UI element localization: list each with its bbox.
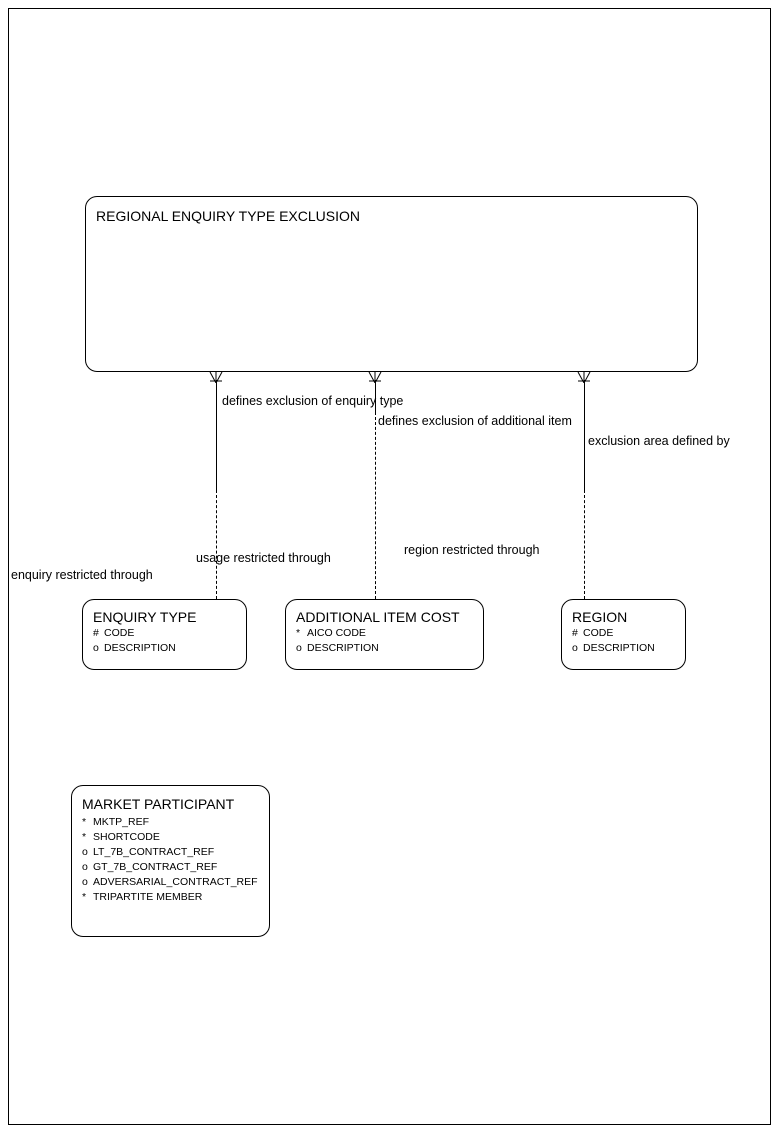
attribute-label: SHORTCODE [93, 831, 160, 843]
attribute-marker: * [82, 891, 87, 903]
attribute-list: # CODE o DESCRIPTION [93, 626, 176, 656]
attribute-marker: * [296, 627, 301, 639]
attribute-list: * AICO CODE o DESCRIPTION [296, 626, 379, 656]
attribute-label: DESCRIPTION [104, 642, 176, 654]
relationship-label-defines-exclusion-of-additional-item: defines exclusion of additional item [378, 414, 572, 428]
attribute-label: TRIPARTITE MEMBER [93, 891, 203, 903]
relationship-line-region-solid [584, 380, 585, 490]
attribute-marker: o [82, 876, 88, 888]
attribute-row: o GT_7B_CONTRACT_REF [82, 860, 258, 875]
attribute-row: o DESCRIPTION [296, 641, 379, 656]
attribute-marker: o [296, 642, 302, 654]
entity-name: REGION [572, 609, 628, 625]
relationship-label-usage-restricted-through: usage restricted through [196, 551, 331, 565]
attribute-label: AICO CODE [307, 627, 366, 639]
attribute-row: o LT_7B_CONTRACT_REF [82, 845, 258, 860]
attribute-label: CODE [583, 627, 614, 639]
entity-region[interactable]: REGION # CODE o DESCRIPTION [561, 599, 686, 670]
relationship-label-enquiry-restricted-through: enquiry restricted through [11, 568, 153, 582]
attribute-row: * TRIPARTITE MEMBER [82, 890, 258, 905]
attribute-row: * AICO CODE [296, 626, 379, 641]
relationship-line-additional-item-dashed [375, 412, 376, 599]
relationship-line-additional-item-solid [375, 380, 376, 412]
relationship-label-defines-exclusion-of-enquiry-type: defines exclusion of enquiry type [222, 394, 404, 408]
attribute-label: MKTP_REF [93, 816, 150, 828]
attribute-marker: # [572, 627, 578, 639]
attribute-marker: * [82, 831, 87, 843]
attribute-row: # CODE [572, 626, 655, 641]
attribute-marker: o [82, 861, 88, 873]
attribute-row: o ADVERSARIAL_CONTRACT_REF [82, 875, 258, 890]
entity-additional-item-cost[interactable]: ADDITIONAL ITEM COST * AICO CODE o DESCRIP… [285, 599, 484, 670]
attribute-label: CODE [104, 627, 135, 639]
relationship-line-enquiry-type-solid [216, 380, 217, 490]
relationship-line-region-dashed [584, 490, 585, 599]
attribute-row: * SHORTCODE [82, 830, 258, 845]
attribute-marker: o [572, 642, 578, 654]
attribute-row: o DESCRIPTION [572, 641, 655, 656]
entity-market-participant[interactable]: MARKET PARTICIPANT * MKTP_REF * SHORTCODE … [71, 785, 270, 937]
attribute-row: o DESCRIPTION [93, 641, 176, 656]
entity-regional-enquiry-type-exclusion[interactable]: REGIONAL ENQUIRY TYPE EXCLUSION [85, 196, 698, 372]
attribute-row: * MKTP_REF [82, 815, 258, 830]
entity-name: MARKET PARTICIPANT [82, 796, 235, 812]
page-border [8, 8, 771, 1125]
attribute-marker: # [93, 627, 99, 639]
attribute-marker: * [82, 816, 87, 828]
relationship-label-region-restricted-through: region restricted through [404, 543, 540, 557]
entity-name: ADDITIONAL ITEM COST [296, 609, 460, 625]
entity-name: ENQUIRY TYPE [93, 609, 197, 625]
attribute-label: DESCRIPTION [307, 642, 379, 654]
entity-name: REGIONAL ENQUIRY TYPE EXCLUSION [96, 208, 361, 224]
attribute-list: # CODE o DESCRIPTION [572, 626, 655, 656]
entity-enquiry-type[interactable]: ENQUIRY TYPE # CODE o DESCRIPTION [82, 599, 247, 670]
attribute-label: DESCRIPTION [583, 642, 655, 654]
attribute-marker: o [82, 846, 88, 858]
attribute-label: LT_7B_CONTRACT_REF [93, 846, 215, 858]
attribute-label: GT_7B_CONTRACT_REF [93, 861, 218, 873]
attribute-row: # CODE [93, 626, 176, 641]
attribute-label: ADVERSARIAL_CONTRACT_REF [93, 876, 258, 888]
attribute-marker: o [93, 642, 99, 654]
relationship-line-enquiry-type-dashed [216, 490, 217, 599]
relationship-label-exclusion-area-defined-by: exclusion area defined by [588, 434, 730, 448]
attribute-list: * MKTP_REF * SHORTCODE o LT_7B_CONTRACT_REF… [82, 815, 258, 905]
